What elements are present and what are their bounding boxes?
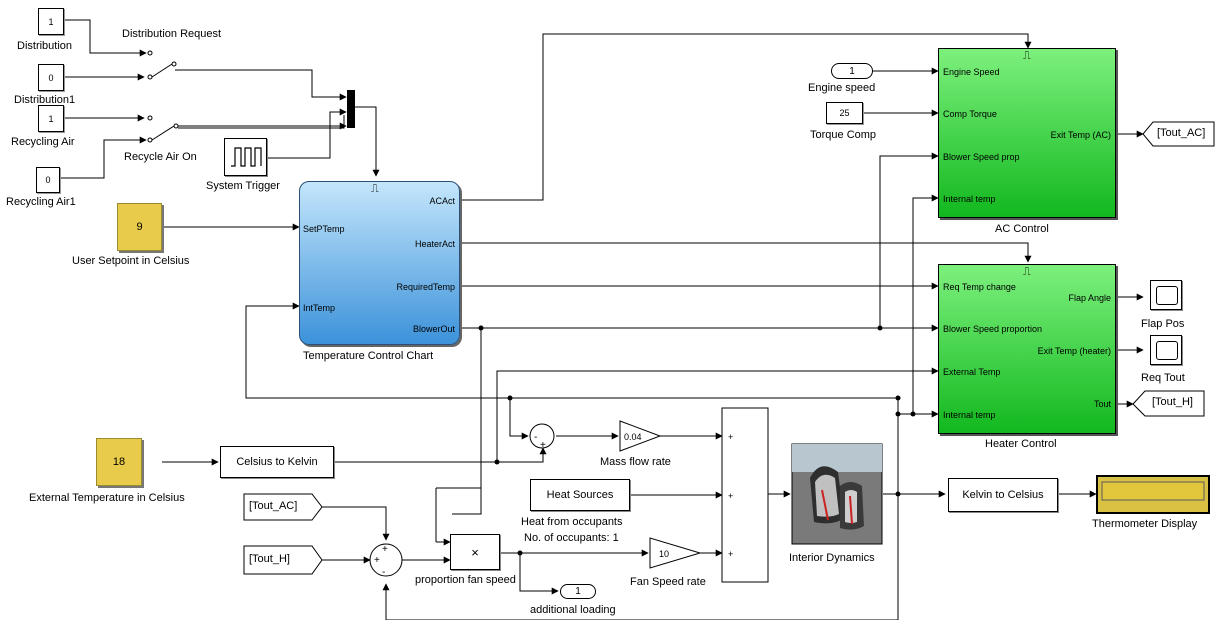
heater-input-blower: Blower Speed proportion — [943, 324, 1043, 334]
ac-input-comp-torque: Comp Torque — [943, 109, 997, 119]
sum1-minus-sign: - — [534, 432, 537, 443]
flap-pos-label: Flap Pos — [1141, 318, 1185, 330]
recycling-air1-constant[interactable]: 0 — [36, 167, 60, 193]
interior-sum-plus1: + — [728, 432, 733, 442]
celsius-to-kelvin-block[interactable]: Celsius to Kelvin — [220, 446, 334, 478]
heater-input-internal-temp: Internal temp — [943, 410, 996, 420]
additional-loading-outport[interactable]: 1 — [560, 584, 596, 599]
mass-flow-label: Mass flow rate — [600, 456, 671, 468]
recycling-air1-label: Recycling Air1 — [6, 196, 76, 208]
external-temperature-constant[interactable]: 18 — [96, 438, 142, 486]
chart-input-inttemp: IntTemp — [303, 303, 336, 313]
sum1-plus-sign: + — [540, 440, 546, 451]
recycle-air-on-label: Recycle Air On — [124, 151, 197, 163]
chart-input-setptemp: SetPTemp — [303, 224, 345, 234]
heat-sources-sublabel: No. of occupants: 1 — [524, 532, 619, 544]
heater-output-tout: Tout — [1093, 399, 1111, 409]
sum2-minus-bottom: - — [382, 567, 385, 578]
chart-output-blowerout: BlowerOut — [412, 324, 455, 334]
goto-tout-ac: [Tout_AC] — [1157, 127, 1206, 139]
switch-2[interactable] — [147, 115, 179, 143]
flap-pos-scope[interactable] — [1150, 280, 1182, 310]
distribution1-constant[interactable]: 0 — [38, 64, 64, 91]
engine-speed-inport[interactable]: 1 — [831, 63, 873, 79]
engine-speed-label: Engine speed — [808, 82, 876, 94]
mux-block[interactable] — [347, 90, 355, 128]
heater-output-flap-angle: Flap Angle — [1068, 293, 1111, 303]
sum2-plus-left: + — [374, 555, 380, 566]
ac-input-engine-speed: Engine Speed — [943, 67, 1000, 77]
branch-dots — [478, 325, 916, 556]
req-tout-label: Req Tout — [1141, 372, 1185, 384]
ac-input-internal-temp: Internal temp — [943, 194, 996, 204]
recycling-air-label: Recycling Air — [11, 136, 75, 148]
system-trigger-block[interactable] — [224, 138, 267, 176]
from-tout-h: [Tout_H] — [249, 553, 290, 565]
ac-trigger-icon: ⎍ — [1023, 50, 1031, 62]
gain-blocks[interactable] — [619, 420, 702, 569]
from-tout-ac: [Tout_AC] — [249, 500, 298, 512]
temperature-control-chart[interactable]: ⎍ SetPTemp IntTemp ACAct HeaterAct Requi… — [299, 181, 460, 345]
ac-control-label: AC Control — [995, 223, 1049, 235]
heater-trigger-icon: ⎍ — [1023, 266, 1031, 278]
torque-comp-label: Torque Comp — [810, 129, 877, 141]
thermometer-label: Thermometer Display — [1092, 518, 1198, 530]
heat-sources-label: Heat from occupants — [521, 516, 623, 528]
distribution-request-label: Distribution Request — [122, 28, 222, 40]
recycling-air-constant[interactable]: 1 — [38, 105, 64, 132]
goto-tout-h: [Tout_H] — [1152, 396, 1193, 408]
heater-control-block[interactable]: ⎍ Req Temp change Blower Speed proportio… — [938, 264, 1116, 434]
ac-output-exit-temp: Exit Temp (AC) — [1050, 130, 1111, 140]
pulse-generator-icon — [230, 147, 262, 167]
chart-output-requiredtemp: RequiredTemp — [396, 282, 455, 292]
external-temperature-label: External Temperature in Celsius — [29, 492, 185, 504]
distribution1-label: Distribution1 — [14, 94, 76, 106]
additional-loading-label: additional loading — [530, 604, 616, 616]
heater-input-external-temp: External Temp — [943, 367, 1001, 377]
torque-comp-constant[interactable]: 25 — [826, 102, 863, 124]
ac-input-blower-speed: Blower Speed prop — [943, 152, 1020, 162]
fan-speed-label: Fan Speed rate — [630, 576, 706, 588]
ac-control-block[interactable]: ⎍ Engine Speed Comp Torque Blower Speed … — [938, 48, 1116, 218]
sum2-plus-top: + — [382, 544, 388, 555]
distribution-constant[interactable]: 1 — [38, 8, 64, 35]
heat-sources-block[interactable]: Heat Sources — [530, 479, 630, 511]
distribution-label: Distribution — [17, 40, 73, 52]
product-block[interactable]: × — [450, 534, 500, 570]
heater-control-label: Heater Control — [985, 438, 1057, 450]
sum-blocks[interactable] — [369, 423, 555, 577]
chart-trigger-icon: ⎍ — [371, 183, 379, 195]
chart-output-heateract: HeaterAct — [414, 239, 455, 249]
interior-sum-plus2: + — [728, 491, 733, 501]
interior-sum-plus3: + — [728, 549, 733, 559]
from-tags[interactable] — [243, 493, 323, 575]
chart-output-acact: ACAct — [429, 196, 455, 206]
req-tout-scope[interactable] — [1150, 335, 1182, 365]
car-interior-icon — [791, 443, 883, 545]
switch-1[interactable] — [147, 50, 177, 80]
heater-output-exit-temp: Exit Temp (heater) — [1037, 346, 1111, 356]
fan-speed-gain-value: 10 — [659, 549, 669, 559]
thermometer-display[interactable] — [1096, 475, 1210, 514]
goto-tags[interactable] — [1132, 121, 1215, 417]
user-setpoint-constant[interactable]: 9 — [117, 203, 162, 251]
interior-sum-block[interactable] — [721, 407, 769, 583]
mass-flow-gain-value: 0.04 — [624, 432, 642, 442]
heater-input-req-temp: Req Temp change — [943, 282, 1016, 292]
kelvin-to-celsius-block[interactable]: Kelvin to Celsius — [948, 478, 1058, 512]
system-trigger-label: System Trigger — [206, 180, 280, 192]
chart-label: Temperature Control Chart — [303, 350, 434, 362]
signal-lines — [60, 19, 1144, 620]
user-setpoint-label: User Setpoint in Celsius — [72, 255, 190, 267]
interior-dynamics-label: Interior Dynamics — [789, 552, 875, 564]
product-label: proportion fan speed — [415, 574, 516, 586]
